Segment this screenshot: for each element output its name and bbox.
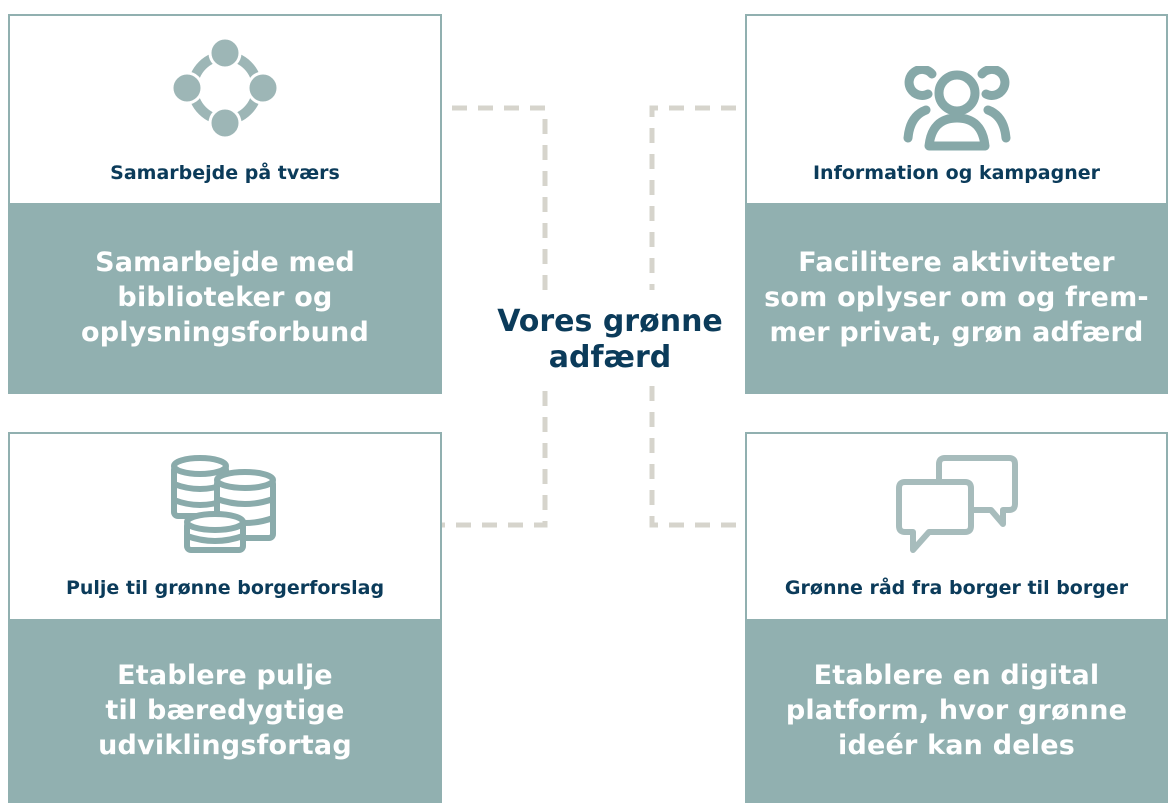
- card-title: Information og kampagner: [812, 162, 1101, 184]
- card-header: Information og kampagner: [747, 16, 1166, 205]
- card-text: Samarbejde med biblioteker og oplysnings…: [80, 247, 369, 348]
- people-group-icon: [747, 66, 1166, 152]
- coin-stacks-icon: [10, 454, 440, 558]
- center-title: Vores grønne adfærd: [497, 304, 723, 375]
- chat-bubbles-icon: [747, 454, 1166, 558]
- card-title: Grønne råd fra borger til borger: [784, 577, 1129, 599]
- card-body: Etablere pulje til bæredygtige udvikling…: [10, 619, 440, 801]
- card-header: Grønne råd fra borger til borger: [747, 434, 1166, 616]
- card-body: Facilitere aktiviteter som oplyser om og…: [747, 203, 1166, 392]
- card-samarbejde: Samarbejde på tværs Samarbejde med bibli…: [8, 14, 442, 394]
- card-raad: Grønne råd fra borger til borger Etabler…: [745, 432, 1168, 803]
- card-text: Etablere en digital platform, hvor grønn…: [785, 659, 1128, 761]
- card-header: Pulje til grønne borgerforslag: [10, 434, 440, 616]
- card-title: Samarbejde på tværs: [110, 162, 340, 184]
- card-pulje: Pulje til grønne borgerforslag Etablere …: [8, 432, 442, 803]
- card-information: Information og kampagner Facilitere akti…: [745, 14, 1168, 394]
- card-body: Etablere en digital platform, hvor grønn…: [747, 619, 1166, 801]
- card-body: Samarbejde med biblioteker og oplysnings…: [10, 203, 440, 392]
- card-header: Samarbejde på tværs: [10, 16, 440, 205]
- card-text: Facilitere aktiviteter som oplyser om og…: [764, 247, 1149, 348]
- network-cycle-icon: [10, 36, 440, 140]
- card-title: Pulje til grønne borgerforslag: [65, 577, 385, 599]
- card-text: Etablere pulje til bæredygtige udvikling…: [98, 659, 352, 761]
